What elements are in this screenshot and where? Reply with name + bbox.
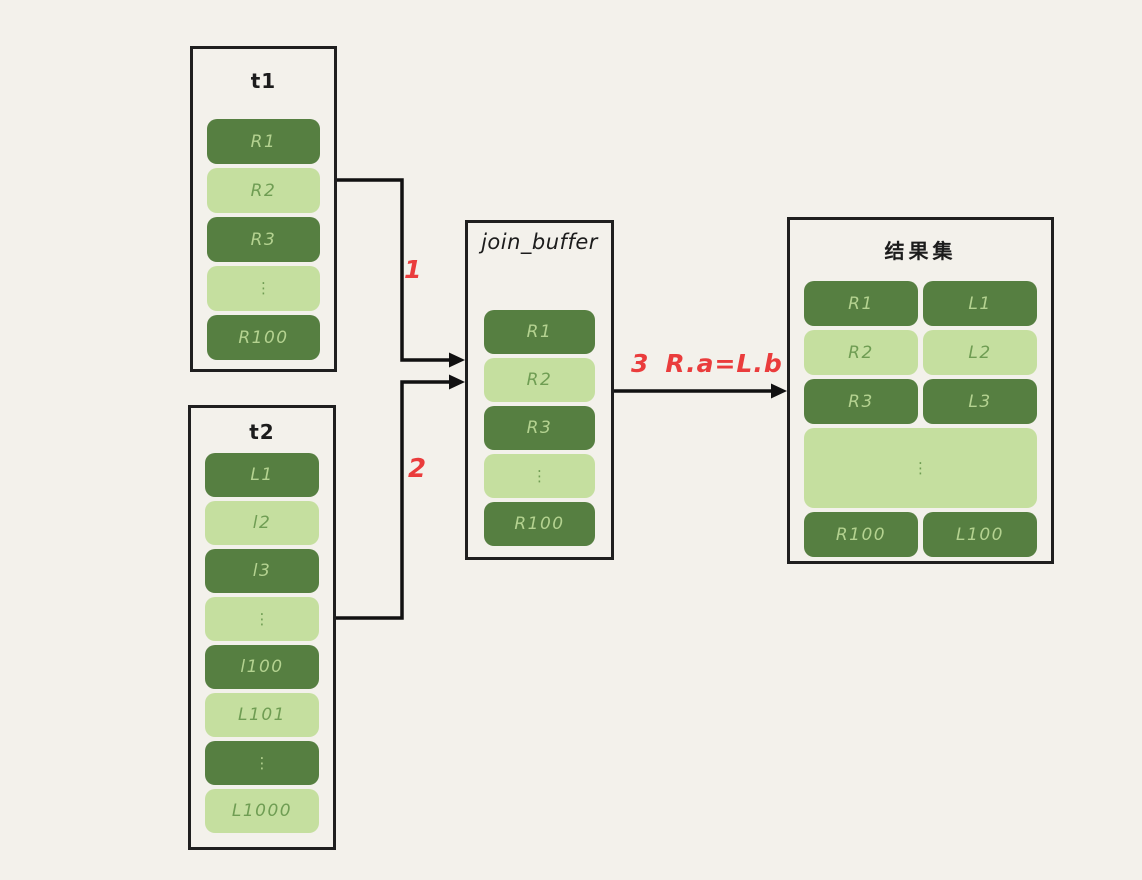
- step-1-label: 1: [404, 255, 422, 284]
- table-t1-title: t1: [250, 69, 277, 93]
- result-left-cell: R100: [804, 512, 918, 557]
- result-right-cell: L3: [923, 379, 1037, 424]
- table-t2-title: t2: [249, 420, 275, 444]
- table-row: R2: [484, 358, 595, 402]
- arrow-t2-to-join-buffer: [336, 374, 465, 620]
- table-row: L101: [205, 693, 319, 737]
- step-2-label: 2: [408, 454, 427, 484]
- table-row: l100: [205, 645, 319, 689]
- result-right-cell: L100: [923, 512, 1037, 557]
- table-row: R100: [207, 315, 320, 360]
- result-left-cell: R2: [804, 330, 918, 375]
- result-right-cell: L2: [923, 330, 1037, 375]
- result-right-cell: L1: [923, 281, 1037, 326]
- ellipsis-row: ⋮: [207, 266, 320, 311]
- table-row: L1000: [205, 789, 319, 833]
- table-row: l2: [205, 501, 319, 545]
- ellipsis-row: ⋮: [804, 428, 1037, 508]
- table-row: R3: [484, 406, 595, 450]
- result-left-cell: R1: [804, 281, 918, 326]
- table-row: R2: [207, 168, 320, 213]
- step-3-label: 3 R.a=L.b: [631, 349, 783, 378]
- table-row: L1: [205, 453, 319, 497]
- step-3-number: 3: [631, 349, 650, 378]
- table-row: R1: [484, 310, 595, 354]
- ellipsis-row: ⋮: [484, 454, 595, 498]
- table-row: R1: [207, 119, 320, 164]
- ellipsis-row: ⋮: [205, 741, 319, 785]
- result-left-cell: R3: [804, 379, 918, 424]
- arrow-join-buffer-to-result: [614, 383, 787, 399]
- table-row: R3: [207, 217, 320, 262]
- arrow-t1-to-join-buffer: [337, 178, 465, 368]
- table-row: l3: [205, 549, 319, 593]
- result-set-title: 结果集: [884, 239, 957, 263]
- step-3-join-condition: R.a=L.b: [665, 349, 783, 378]
- table-row: R100: [484, 502, 595, 546]
- join-buffer-title: join_buffer: [481, 230, 598, 254]
- ellipsis-row: ⋮: [205, 597, 319, 641]
